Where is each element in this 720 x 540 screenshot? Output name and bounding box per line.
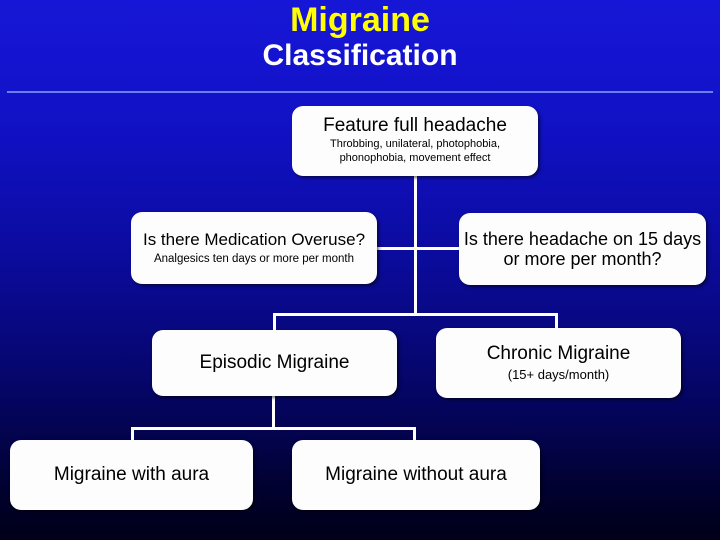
node-headache-days-line2: or more per month?	[503, 249, 662, 269]
node-headache-days-line1: Is there headache on 15 days	[463, 228, 702, 249]
connector-feature-trunk	[414, 176, 417, 316]
node-chronic-migraine-subtitle: (15+ days/month)	[507, 366, 610, 382]
connector-question-crossbar	[375, 247, 461, 250]
node-headache-days[interactable]: Is there headache on 15 days or more per…	[459, 213, 706, 285]
title-subtitle: Classification	[262, 38, 458, 72]
node-feature-subtitle-line1: Throbbing, unilateral, photophobia,	[329, 138, 500, 151]
node-feature-subtitle-line2: phonophobia, movement effect	[339, 151, 491, 164]
node-migraine-with-aura[interactable]: Migraine with aura	[10, 440, 253, 510]
slide-title: Migraine Classification	[0, 0, 720, 71]
node-episodic-migraine[interactable]: Episodic Migraine	[152, 330, 397, 396]
connector-stub-chronic	[555, 313, 558, 330]
connector-row3-distribution-bar	[273, 313, 558, 316]
node-medication-overuse-title: Is there Medication Overuse?	[142, 230, 366, 250]
node-episodic-migraine-title: Episodic Migraine	[199, 352, 350, 374]
node-feature-full-headache[interactable]: Feature full headache Throbbing, unilate…	[292, 106, 538, 176]
node-chronic-migraine-title: Chronic Migraine	[486, 343, 631, 365]
node-medication-overuse-subtitle: Analgesics ten days or more per month	[153, 252, 355, 265]
node-chronic-migraine[interactable]: Chronic Migraine (15+ days/month)	[436, 328, 681, 398]
node-migraine-with-aura-title: Migraine with aura	[53, 464, 210, 486]
title-main: Migraine	[290, 1, 430, 39]
node-medication-overuse[interactable]: Is there Medication Overuse? Analgesics …	[131, 212, 377, 284]
connector-row4-distribution-bar	[131, 427, 416, 430]
connector-stub-episodic	[273, 313, 276, 332]
connector-stub-without-aura	[413, 427, 416, 442]
connector-episodic-trunk	[272, 396, 275, 429]
node-migraine-without-aura-title: Migraine without aura	[325, 464, 507, 486]
connector-stub-with-aura	[131, 427, 134, 442]
title-divider-line	[7, 91, 713, 93]
node-feature-title: Feature full headache	[323, 114, 507, 136]
node-migraine-without-aura[interactable]: Migraine without aura	[292, 440, 540, 510]
